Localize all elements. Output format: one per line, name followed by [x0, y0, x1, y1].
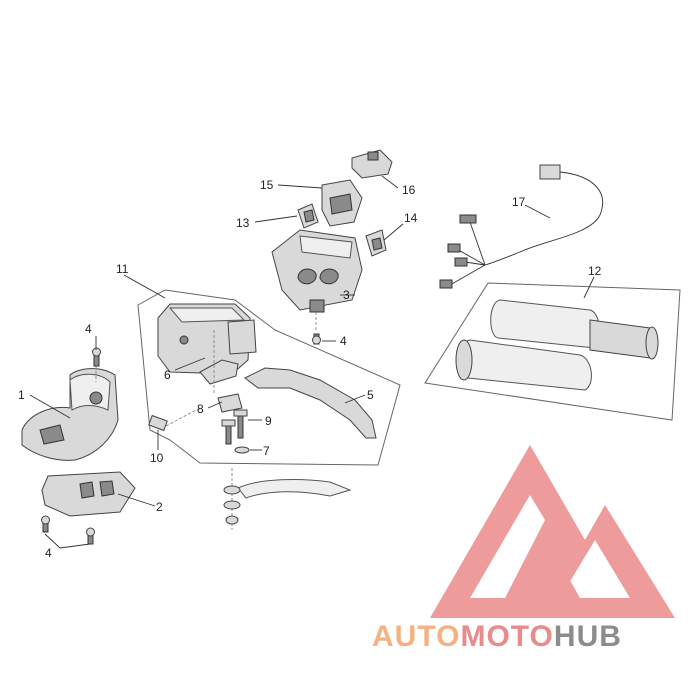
callout-6: 6 [164, 368, 171, 382]
part-9-bolt [221, 409, 248, 445]
part-4-screw-mid [312, 333, 321, 345]
callout-4-mid: 4 [340, 334, 347, 348]
part-8-bracket [217, 393, 243, 413]
callout-17: 17 [512, 195, 526, 209]
callout-9: 9 [265, 414, 272, 428]
callout-7: 7 [263, 444, 270, 458]
part-4-screw-lower-left [41, 515, 50, 533]
watermark-text-auto: AUTO [372, 620, 460, 653]
callout-3: 3 [343, 288, 350, 302]
callout-16: 16 [402, 183, 416, 197]
callout-5: 5 [367, 388, 374, 402]
part-4-screw-lower-right [86, 527, 95, 545]
part-1-switch-housing [21, 368, 119, 461]
part-4-screw-upper [92, 347, 101, 367]
watermark-logo [430, 445, 675, 618]
part-15-switch-cap [321, 179, 363, 227]
part-6-pin [199, 359, 239, 385]
callout-11: 11 [116, 262, 129, 276]
part-11-master-cylinder [157, 303, 257, 375]
watermark-text-hub: HUB [554, 620, 622, 653]
part-16-connector [351, 149, 393, 179]
callout-15: 15 [260, 178, 274, 192]
watermark-text: AUTOMOTOHUB [372, 620, 622, 653]
part-14-button [365, 229, 387, 257]
callout-13: 13 [236, 216, 250, 230]
brake-hose [223, 468, 352, 530]
callout-4-upper: 4 [85, 322, 92, 336]
part-3-switch-unit [271, 229, 363, 313]
part-10-switch [148, 407, 201, 432]
part-5-brake-lever [244, 367, 377, 439]
part-12-grips [455, 299, 659, 391]
callout-12: 12 [588, 264, 602, 278]
callout-4-lower: 4 [45, 546, 52, 560]
callout-14: 14 [404, 211, 418, 225]
callout-8: 8 [197, 402, 204, 416]
part-17-wiring-harness [439, 164, 604, 289]
callout-10: 10 [150, 451, 164, 465]
callout-1: 1 [18, 388, 25, 402]
part-7-nut [234, 446, 250, 454]
part-13-button [297, 203, 319, 229]
callout-2: 2 [156, 500, 163, 514]
part-2-lower-cover [41, 471, 136, 517]
watermark-text-moto: MOTO [460, 620, 553, 653]
